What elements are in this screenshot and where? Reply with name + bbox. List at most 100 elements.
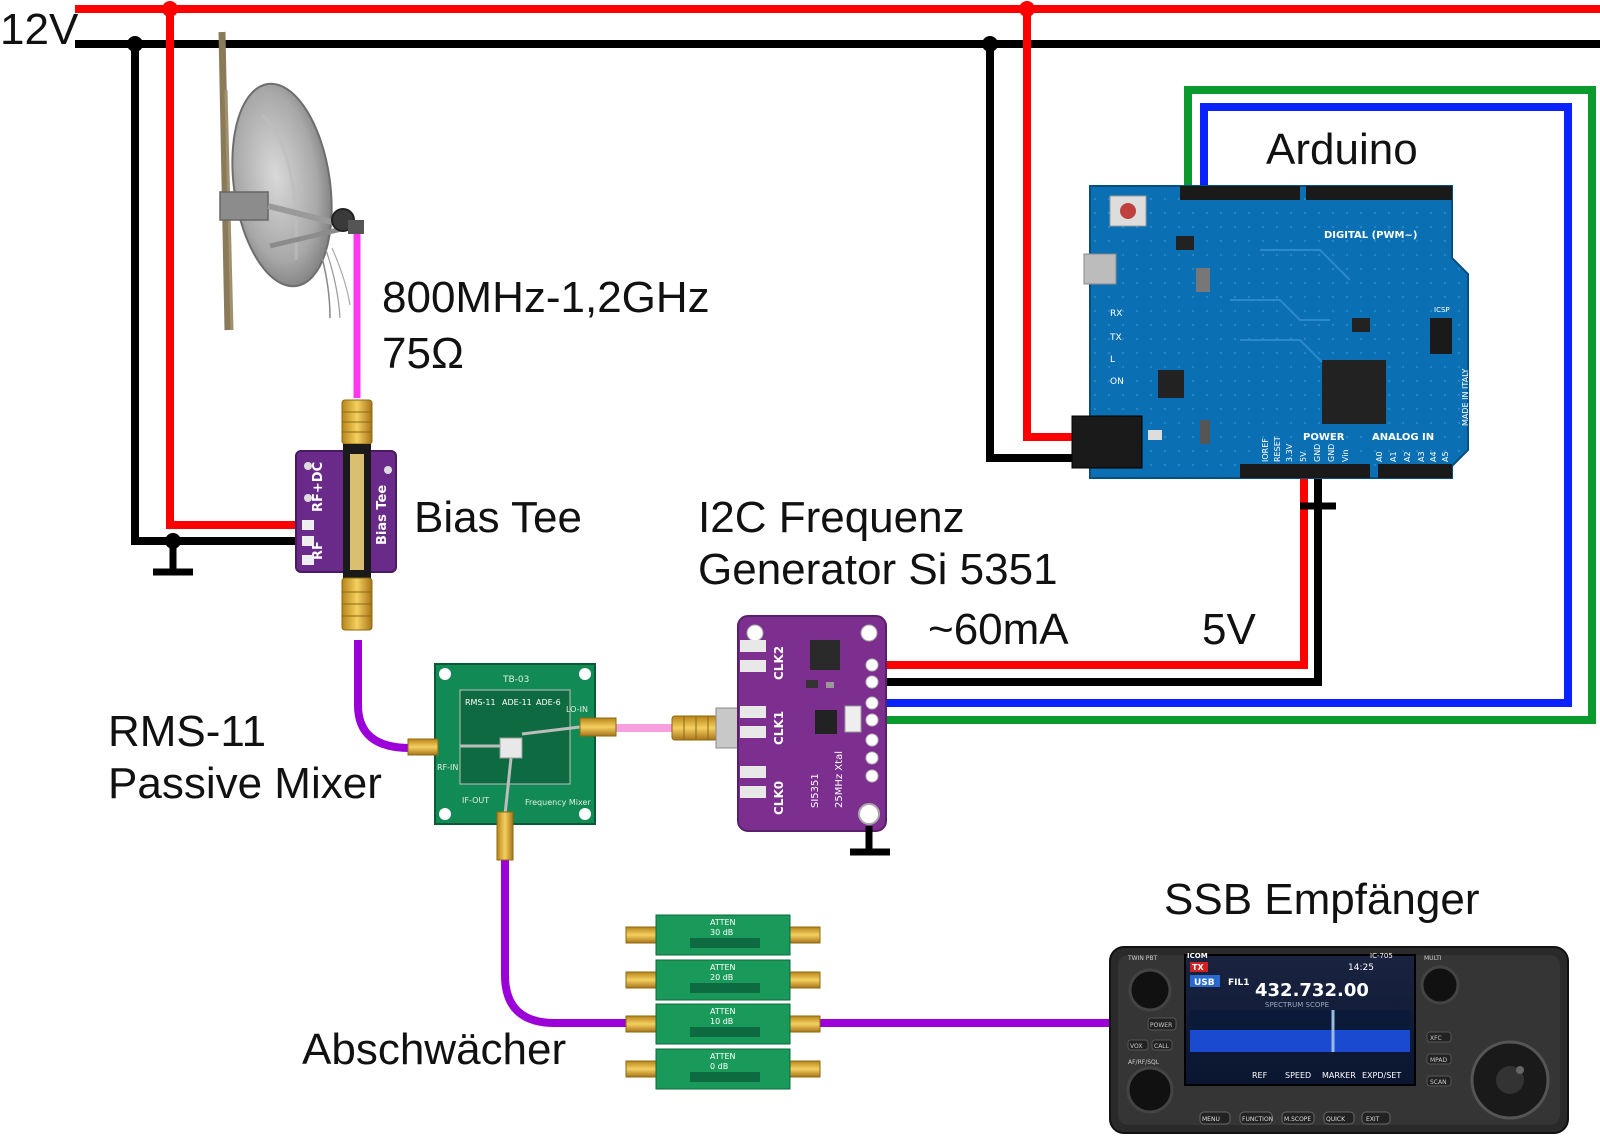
si5351-wiring bbox=[872, 86, 1596, 724]
svg-text:DIGITAL (PWM~): DIGITAL (PWM~) bbox=[1324, 230, 1417, 241]
svg-text:CLK1: CLK1 bbox=[772, 711, 786, 745]
svg-text:RMS-11: RMS-11 bbox=[465, 698, 496, 707]
svg-text:RX: RX bbox=[1110, 309, 1122, 319]
svg-text:ATTEN: ATTEN bbox=[710, 1052, 736, 1061]
wire-5v bbox=[872, 466, 1308, 669]
svg-text:10 dB: 10 dB bbox=[710, 1017, 733, 1026]
svg-text:ATTEN: ATTEN bbox=[710, 963, 736, 972]
wire-gnd bbox=[872, 466, 1322, 686]
svg-text:A1: A1 bbox=[1389, 451, 1398, 462]
coax-biastee-to-mixer bbox=[354, 640, 420, 752]
svg-text:Vin: Vin bbox=[1341, 449, 1350, 462]
svg-text:SI5351: SI5351 bbox=[810, 773, 821, 808]
label-attenuator: Abschwächer bbox=[302, 1025, 567, 1074]
label-5v: 5V bbox=[1202, 605, 1256, 654]
svg-text:30 dB: 30 dB bbox=[710, 928, 733, 937]
svg-text:QUICK: QUICK bbox=[1326, 1116, 1346, 1123]
svg-text:ON: ON bbox=[1110, 377, 1124, 387]
svg-text:RF-IN: RF-IN bbox=[437, 763, 458, 772]
svg-text:ICOM: ICOM bbox=[1187, 952, 1208, 960]
svg-text:432.732.00: 432.732.00 bbox=[1255, 980, 1369, 1001]
label-i2c-line1: I2C Frequenz bbox=[698, 493, 965, 542]
svg-text:AF/RF/SQL: AF/RF/SQL bbox=[1128, 1059, 1160, 1066]
mixer-module: TB-03 RMS-11 ADE-11 ADE-6 LO-IN RF-IN IF… bbox=[407, 663, 617, 861]
arduino-board: DIGITAL (PWM~) POWER ANALOG IN MADE IN I… bbox=[1071, 185, 1470, 479]
board-label: RF bbox=[311, 541, 326, 560]
svg-text:ATTEN: ATTEN bbox=[710, 1007, 736, 1016]
svg-text:CLK2: CLK2 bbox=[772, 646, 786, 680]
svg-text:EXIT: EXIT bbox=[1366, 1116, 1380, 1123]
svg-text:ANALOG IN: ANALOG IN bbox=[1372, 432, 1434, 443]
arduino-power-pin-labels: IOREF RESET 3.3V 5V GND GND Vin A0 A1 A2… bbox=[1261, 436, 1450, 462]
arduino-supply-wires bbox=[986, 9, 1080, 462]
rf-cables bbox=[353, 232, 1110, 1027]
multi-knob-icon bbox=[1420, 965, 1460, 1005]
svg-text:M.SCOPE: M.SCOPE bbox=[1284, 1116, 1311, 1123]
svg-text:POWER: POWER bbox=[1150, 1022, 1172, 1029]
label-current: ~60mA bbox=[928, 605, 1069, 654]
label-mixer-line2: Passive Mixer bbox=[108, 759, 382, 808]
twin-pbt-knob-icon bbox=[1128, 968, 1172, 1012]
svg-text:SCAN: SCAN bbox=[1430, 1079, 1447, 1086]
svg-text:GND: GND bbox=[1327, 444, 1336, 462]
wire-scl bbox=[872, 86, 1596, 724]
svg-text:ICSP: ICSP bbox=[1434, 306, 1450, 314]
svg-text:ADE-11: ADE-11 bbox=[502, 698, 532, 707]
radio-receiver: TX USB FIL1 432.732.00 14:25 SPECTRUM SC… bbox=[1109, 946, 1569, 1134]
svg-text:MADE IN ITALY: MADE IN ITALY bbox=[1461, 368, 1470, 426]
svg-text:EXPD/SET: EXPD/SET bbox=[1362, 1071, 1401, 1080]
bias-tee-supply-wires bbox=[131, 9, 302, 576]
label-receiver: SSB Empfänger bbox=[1164, 875, 1480, 924]
svg-text:REF: REF bbox=[1252, 1071, 1268, 1080]
bias-tee-module: RF+DC RF Bias Tee bbox=[295, 399, 397, 631]
svg-text:5V: 5V bbox=[1299, 451, 1308, 462]
svg-text:IOREF: IOREF bbox=[1261, 438, 1270, 462]
svg-text:A5: A5 bbox=[1441, 451, 1450, 462]
svg-text:MPAD: MPAD bbox=[1430, 1057, 1448, 1064]
svg-text:L: L bbox=[1110, 355, 1115, 365]
svg-text:TB-03: TB-03 bbox=[502, 675, 529, 685]
svg-text:GND: GND bbox=[1313, 444, 1322, 462]
label-12v: 12V bbox=[0, 5, 79, 54]
svg-text:FIL1: FIL1 bbox=[1228, 978, 1250, 988]
svg-text:25MHz Xtal: 25MHz Xtal bbox=[834, 751, 845, 808]
svg-text:ATTEN: ATTEN bbox=[710, 918, 736, 927]
attenuator-10db: ATTEN 10 dB bbox=[625, 1003, 821, 1045]
label-antenna-impedance: 75Ω bbox=[382, 329, 464, 378]
attenuator-0db: ATTEN 0 dB bbox=[625, 1048, 821, 1090]
svg-text:LO-IN: LO-IN bbox=[566, 705, 588, 714]
label-arduino: Arduino bbox=[1266, 125, 1418, 174]
svg-text:TX: TX bbox=[1192, 963, 1204, 972]
svg-text:XFC: XFC bbox=[1430, 1035, 1442, 1042]
label-bias-tee: Bias Tee bbox=[414, 493, 582, 542]
svg-text:MARKER: MARKER bbox=[1322, 1071, 1356, 1080]
svg-text:Frequency Mixer: Frequency Mixer bbox=[525, 798, 591, 807]
label-antenna-band: 800MHz-1,2GHz bbox=[382, 273, 710, 322]
svg-text:TX: TX bbox=[1109, 333, 1122, 343]
svg-text:MENU: MENU bbox=[1202, 1116, 1220, 1123]
attenuator-stack: ATTEN 30 dB ATTEN 20 dB ATTEN 10 dB ATTE… bbox=[625, 914, 821, 1090]
svg-text:SPEED: SPEED bbox=[1285, 1071, 1311, 1080]
svg-text:FUNCTION: FUNCTION bbox=[1242, 1116, 1273, 1123]
svg-text:A2: A2 bbox=[1403, 451, 1412, 462]
svg-text:POWER: POWER bbox=[1303, 432, 1345, 443]
svg-text:CALL: CALL bbox=[1154, 1043, 1170, 1050]
svg-text:MULTI: MULTI bbox=[1424, 955, 1442, 962]
svg-text:A4: A4 bbox=[1429, 451, 1438, 462]
svg-text:CLK0: CLK0 bbox=[772, 781, 786, 815]
board-label: Bias Tee bbox=[375, 485, 390, 545]
svg-text:3.3V: 3.3V bbox=[1285, 443, 1294, 462]
attenuator-30db: ATTEN 30 dB bbox=[625, 914, 821, 956]
wire-sda bbox=[872, 103, 1572, 707]
svg-text:IC-705: IC-705 bbox=[1370, 952, 1393, 960]
svg-text:ADE-6: ADE-6 bbox=[536, 698, 561, 707]
si5351-module: CLK2 CLK1 CLK0 SI5351 25MHz Xtal bbox=[671, 615, 890, 856]
reset-button-icon bbox=[1120, 203, 1136, 219]
svg-text:14:25: 14:25 bbox=[1348, 963, 1374, 973]
svg-text:SPECTRUM SCOPE: SPECTRUM SCOPE bbox=[1265, 1001, 1329, 1009]
coax-mixer-to-atten bbox=[501, 860, 630, 1027]
svg-text:VOX: VOX bbox=[1130, 1043, 1142, 1050]
af-rf-knob-icon bbox=[1126, 1066, 1174, 1114]
label-mixer-line1: RMS-11 bbox=[108, 707, 267, 756]
